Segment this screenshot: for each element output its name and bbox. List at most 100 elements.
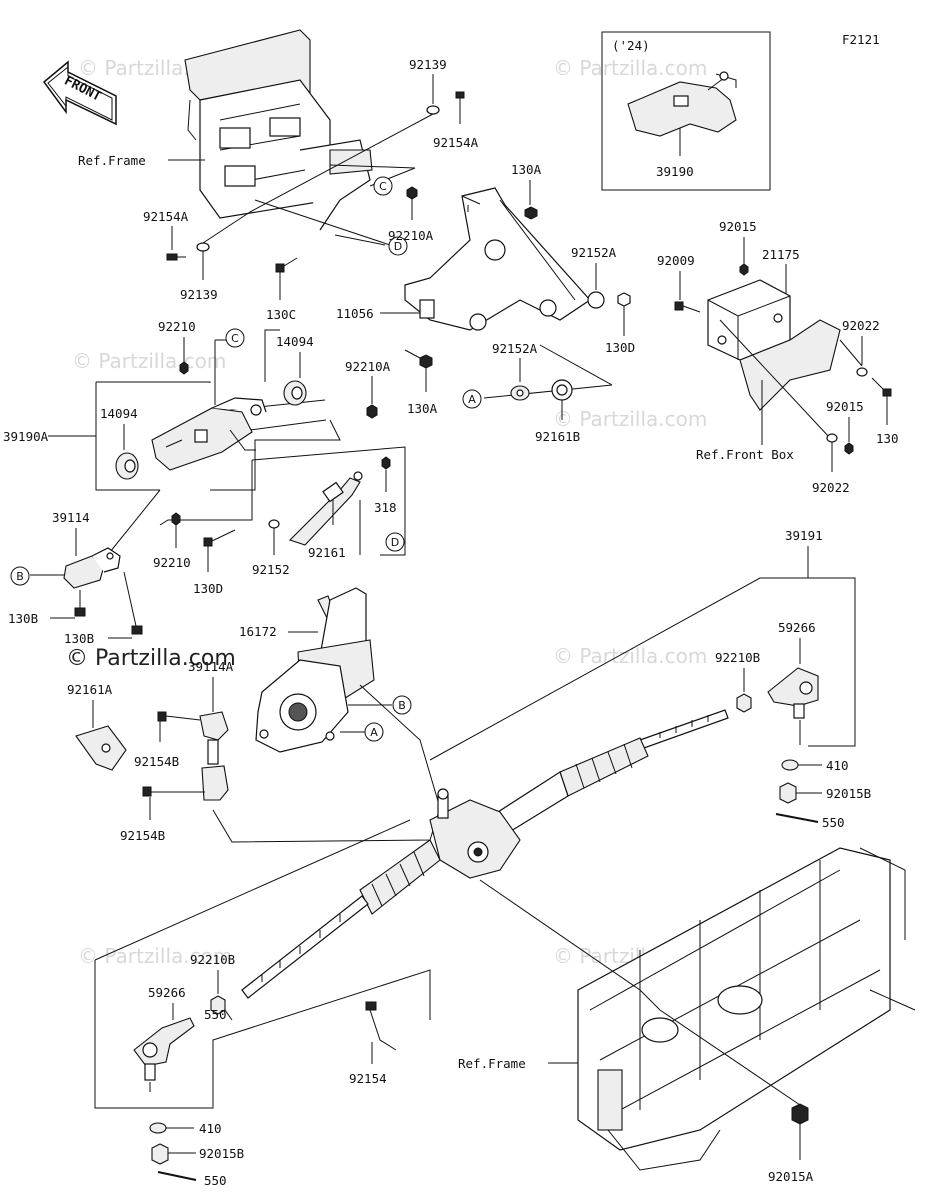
year-inset-box: ('24) 39190 xyxy=(601,31,771,191)
front-arrow-icon: FRONT xyxy=(42,60,117,126)
part-label-92154A-top[interactable]: 92154A xyxy=(433,135,479,150)
ref-frame-bottom[interactable]: Ref.Frame xyxy=(458,1056,526,1071)
bracket-11056-icon xyxy=(404,187,591,331)
part-label-11056[interactable]: 11056 xyxy=(336,306,374,321)
part-label-92022-bottom[interactable]: 92022 xyxy=(812,480,850,495)
washer-icon xyxy=(196,242,210,252)
part-label-92152A-top[interactable]: 92152A xyxy=(571,245,617,260)
part-label-130D-right[interactable]: 130D xyxy=(605,340,635,355)
nut-icon xyxy=(739,263,749,276)
part-label-92015-top[interactable]: 92015 xyxy=(719,219,757,234)
part-label-21175[interactable]: 21175 xyxy=(762,247,800,262)
bushing-14094-icon xyxy=(115,452,139,480)
callout-c-top[interactable]: C xyxy=(373,176,393,196)
ref-frame-top[interactable]: Ref.Frame xyxy=(78,153,146,168)
bolt-icon xyxy=(275,257,298,273)
nut-icon xyxy=(736,693,752,713)
part-label-410-left[interactable]: 410 xyxy=(199,1121,222,1136)
link-rod-92161-icon xyxy=(288,471,363,546)
part-label-92154-bottom[interactable]: 92154 xyxy=(349,1071,387,1086)
svg-text:D: D xyxy=(394,240,402,253)
part-label-92154B-b[interactable]: 92154B xyxy=(120,828,165,843)
part-label-130-right[interactable]: 130 xyxy=(876,431,899,446)
part-label-59266-left[interactable]: 59266 xyxy=(148,985,186,1000)
part-label-130B-b[interactable]: 130B xyxy=(64,631,94,646)
nut-icon xyxy=(791,1103,809,1125)
clip-plate-92161A-icon xyxy=(75,725,127,771)
nut-icon xyxy=(844,442,854,455)
part-label-92015B-left[interactable]: 92015B xyxy=(199,1146,244,1161)
part-label-130A-top[interactable]: 130A xyxy=(511,162,542,177)
part-label-39190: 39190 xyxy=(656,164,694,179)
part-label-14094-top[interactable]: 14094 xyxy=(276,334,314,349)
callout-a-mid[interactable]: A xyxy=(462,389,482,409)
part-label-92161A[interactable]: 92161A xyxy=(67,682,113,697)
bolt-icon xyxy=(123,571,143,635)
part-label-550-left[interactable]: 550 xyxy=(204,1007,227,1022)
part-label-39114[interactable]: 39114 xyxy=(52,510,90,525)
part-label-92161B[interactable]: 92161B xyxy=(535,429,580,444)
part-label-550-left-bottom[interactable]: 550 xyxy=(204,1173,227,1188)
part-label-318[interactable]: 318 xyxy=(374,500,397,515)
bracket-39190-icon xyxy=(627,71,737,137)
watermark: © Partzilla.com xyxy=(72,349,226,373)
part-label-92161[interactable]: 92161 xyxy=(308,545,346,560)
part-label-92210-top[interactable]: 92210 xyxy=(158,319,196,334)
ref-front-box[interactable]: Ref.Front Box xyxy=(696,447,794,462)
bushing-14094-icon xyxy=(283,380,307,406)
callout-a-motor[interactable]: A xyxy=(364,722,384,742)
part-label-92015A[interactable]: 92015A xyxy=(768,1169,814,1184)
part-label-59266-right[interactable]: 59266 xyxy=(778,620,816,635)
bolt-icon xyxy=(157,711,201,722)
u-joint-39114-icon xyxy=(63,547,121,589)
part-label-92154B-a[interactable]: 92154B xyxy=(134,754,179,769)
u-joint-39114A-icon xyxy=(199,711,229,801)
part-label-39114A[interactable]: 39114A xyxy=(188,659,234,674)
part-label-130B-a[interactable]: 130B xyxy=(8,611,38,626)
part-label-550-right[interactable]: 550 xyxy=(822,815,845,830)
bolt-icon xyxy=(871,377,892,397)
figure-code: F2121 xyxy=(842,32,880,47)
part-label-130A-mid[interactable]: 130A xyxy=(407,401,438,416)
callout-d-mid[interactable]: D xyxy=(385,532,405,552)
part-label-92210-mid[interactable]: 92210 xyxy=(153,555,191,570)
tie-rod-end-59266-right-icon xyxy=(767,667,819,719)
washer-icon xyxy=(826,433,838,443)
callout-d-top[interactable]: D xyxy=(388,236,408,256)
callout-b-motor[interactable]: B xyxy=(392,695,412,715)
part-label-14094-left[interactable]: 14094 xyxy=(100,406,138,421)
part-label-92139-top[interactable]: 92139 xyxy=(409,57,447,72)
nut-icon xyxy=(366,404,378,419)
svg-text:A: A xyxy=(370,726,378,739)
callout-c-mid[interactable]: C xyxy=(225,328,245,348)
part-label-130D-mid[interactable]: 130D xyxy=(193,581,223,596)
nut-icon xyxy=(524,206,538,220)
part-label-92015-mid[interactable]: 92015 xyxy=(826,399,864,414)
part-label-92210A-mid[interactable]: 92210A xyxy=(345,359,391,374)
part-label-92210A-top[interactable]: 92210A xyxy=(388,228,434,243)
bolt-icon xyxy=(74,590,86,617)
part-label-92152[interactable]: 92152 xyxy=(252,562,290,577)
part-label-39191[interactable]: 39191 xyxy=(785,528,823,543)
washer-icon xyxy=(856,367,868,377)
washer-icon xyxy=(781,759,799,771)
front-box-panel-icon xyxy=(739,319,841,411)
part-label-92139-left[interactable]: 92139 xyxy=(180,287,218,302)
watermarks: © Partzilla.com © Partzilla.com © Partzi… xyxy=(66,56,707,968)
part-label-130C[interactable]: 130C xyxy=(266,307,296,322)
frame-upper-icon xyxy=(184,29,373,231)
part-label-92009[interactable]: 92009 xyxy=(657,253,695,268)
part-label-92210B-right[interactable]: 92210B xyxy=(715,650,760,665)
part-label-16172[interactable]: 16172 xyxy=(239,624,277,639)
callout-b-left[interactable]: B xyxy=(10,566,30,586)
part-label-92152A-mid[interactable]: 92152A xyxy=(492,341,538,356)
part-label-39190A[interactable]: 39190A xyxy=(3,429,49,444)
part-label-410-right[interactable]: 410 xyxy=(826,758,849,773)
part-label-92022-top[interactable]: 92022 xyxy=(842,318,880,333)
part-label-92154A-left[interactable]: 92154A xyxy=(143,209,189,224)
part-label-92015B-right[interactable]: 92015B xyxy=(826,786,871,801)
svg-text:B: B xyxy=(16,570,24,583)
part-label-92210B-left[interactable]: 92210B xyxy=(190,952,235,967)
